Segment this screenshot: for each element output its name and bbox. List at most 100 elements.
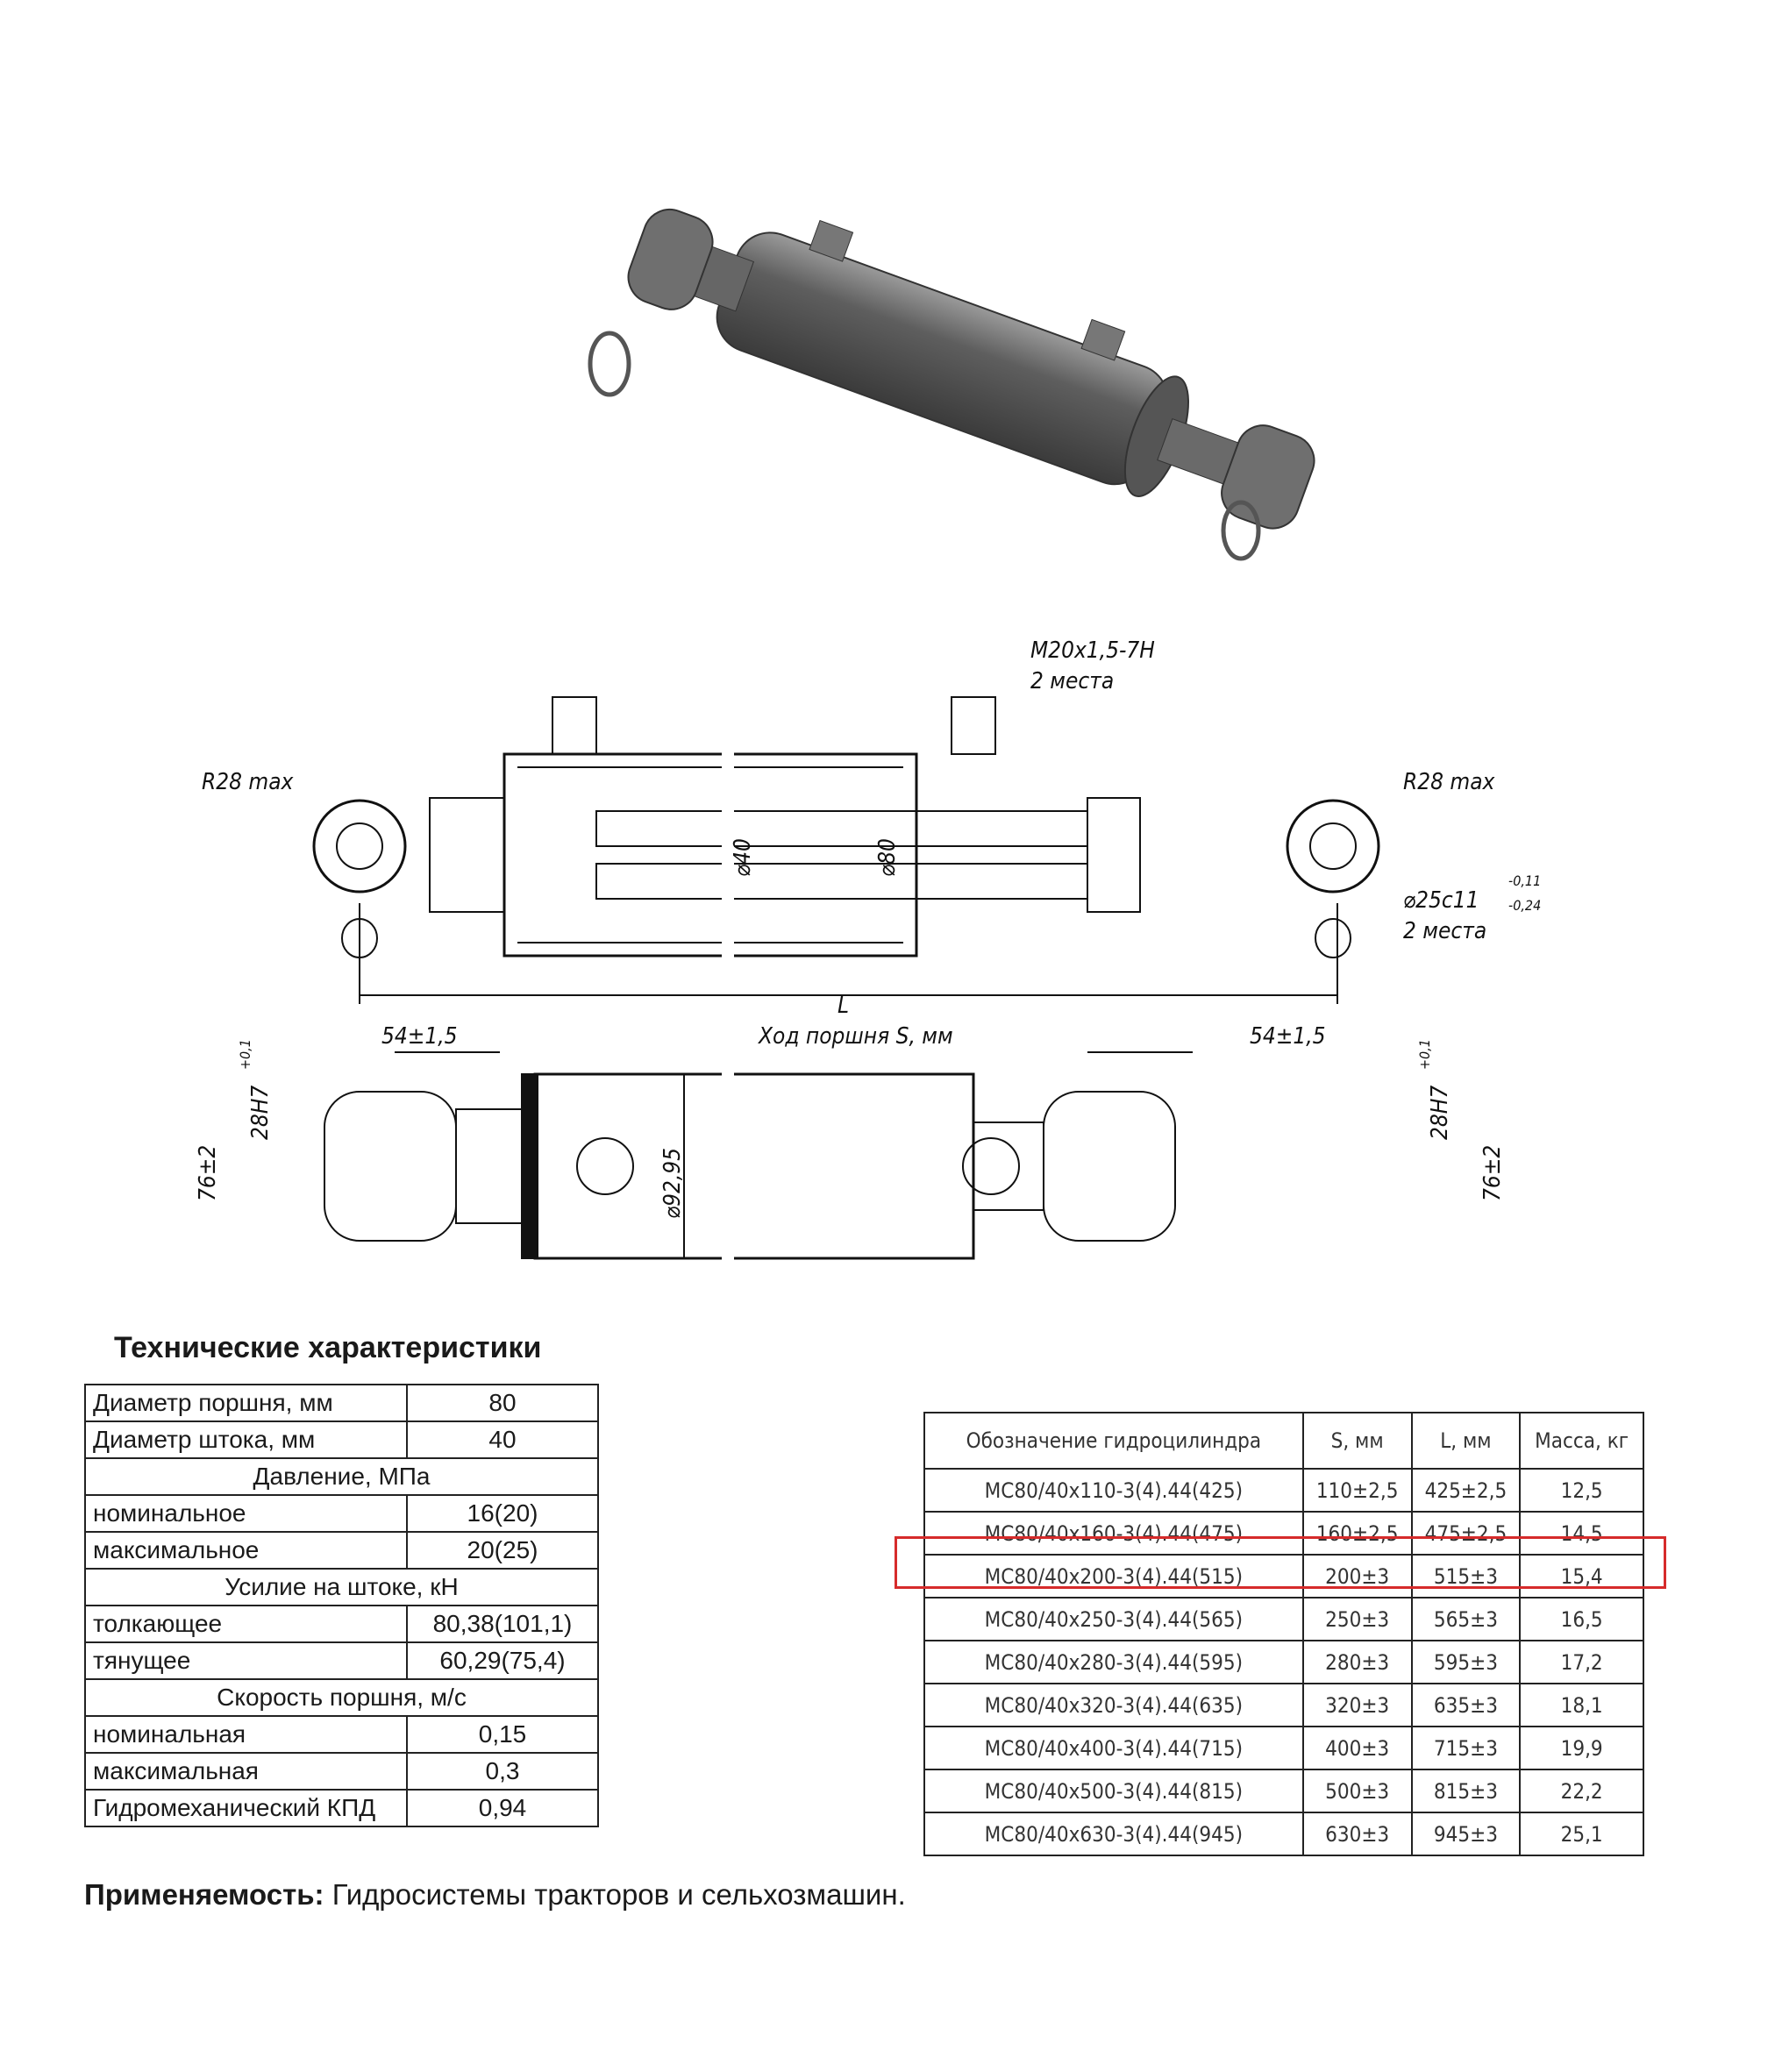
models-cell: 16,5 (1519, 1597, 1644, 1641)
applicability-text: Гидросистемы тракторов и сельхозмашин. (324, 1878, 906, 1911)
cylinder-3d-render (588, 208, 1315, 561)
models-cell: 280±3 (1301, 1640, 1413, 1684)
tech-label: максимальное (84, 1531, 408, 1570)
left-eye-dimension: 54±1,5 (381, 1023, 458, 1050)
pin-tolerance-upper: -0,11 (1508, 872, 1541, 889)
tech-value: 0,94 (406, 1789, 599, 1827)
models-cell: 160±2,5 (1301, 1511, 1413, 1556)
bore-diameter-label: ⌀80 (874, 838, 901, 877)
models-cell: 22,2 (1519, 1769, 1644, 1813)
tech-value: 40 (406, 1420, 599, 1459)
right-radius-label: R28 max (1403, 769, 1496, 795)
models-cell: 400±3 (1301, 1726, 1413, 1770)
pin-diameter-label: ⌀25c11 (1403, 887, 1479, 914)
models-cell: 815±3 (1410, 1769, 1522, 1813)
tube-diameter-label: ⌀92,95 (659, 1148, 686, 1219)
models-cell: 565±3 (1410, 1597, 1522, 1641)
models-cell: 17,2 (1519, 1640, 1644, 1684)
models-cell: 12,5 (1519, 1468, 1644, 1513)
top-view (324, 1051, 1193, 1263)
pin-places-label: 2 места (1403, 918, 1486, 944)
tech-value: 80 (406, 1384, 599, 1422)
models-column-header: Масса, кг (1519, 1412, 1644, 1470)
tech-row: Скорость поршня, м/с (84, 1678, 599, 1717)
models-cell: МС80/40х280-3(4).44(595) (923, 1640, 1304, 1684)
right-width-dimension: 76±2 (1479, 1145, 1506, 1201)
left-slot-tolerance: +0,1 (237, 1039, 253, 1070)
stroke-label: Ход поршня S, мм (758, 1023, 953, 1050)
tech-label: номинальное (84, 1494, 408, 1533)
tech-group-header: Давление, МПа (84, 1457, 599, 1496)
models-cell: 200±3 (1301, 1554, 1413, 1599)
highlight-frame (895, 1536, 1666, 1589)
models-cell: 250±3 (1301, 1597, 1413, 1641)
tech-value: 0,3 (406, 1752, 599, 1791)
tech-label: Гидромеханический КПД (84, 1789, 408, 1827)
tech-label: максимальная (84, 1752, 408, 1791)
tech-row: Усилие на штоке, кН (84, 1568, 599, 1606)
models-cell: МС80/40х500-3(4).44(815) (923, 1769, 1304, 1813)
tech-label: Диаметр поршня, мм (84, 1384, 408, 1422)
models-cell: 945±3 (1410, 1812, 1522, 1856)
tech-group-header: Скорость поршня, м/с (84, 1678, 599, 1717)
models-cell: 500±3 (1301, 1769, 1413, 1813)
models-cell: 110±2,5 (1301, 1468, 1413, 1513)
tech-row: Давление, МПа (84, 1457, 599, 1496)
models-cell: 18,1 (1519, 1683, 1644, 1727)
applicability-label: Применяемость: (84, 1878, 324, 1911)
models-cell: 635±3 (1410, 1683, 1522, 1727)
models-cell: 475±2,5 (1410, 1511, 1522, 1556)
length-label: L (838, 993, 849, 1019)
models-cell: 595±3 (1410, 1640, 1522, 1684)
models-cell: МС80/40х630-3(4).44(945) (923, 1812, 1304, 1856)
tech-label: Диаметр штока, мм (84, 1420, 408, 1459)
tech-label: толкающее (84, 1605, 408, 1643)
models-cell: 425±2,5 (1410, 1468, 1522, 1513)
left-width-dimension: 76±2 (195, 1145, 221, 1201)
tech-group-header: Усилие на штоке, кН (84, 1568, 599, 1606)
pin-tolerance-lower: -0,24 (1508, 897, 1541, 914)
thread-places-label: 2 места (1030, 668, 1114, 694)
applicability-note: Применяемость: Гидросистемы тракторов и … (84, 1878, 906, 1912)
models-cell: 25,1 (1519, 1812, 1644, 1856)
tech-label: номинальная (84, 1715, 408, 1754)
models-column-header: Обозначение гидроцилиндра (923, 1412, 1304, 1470)
models-cell: 15,4 (1519, 1554, 1644, 1599)
models-cell: МС80/40х400-3(4).44(715) (923, 1726, 1304, 1770)
tech-value: 60,29(75,4) (406, 1641, 599, 1680)
right-slot-tolerance: +0,1 (1416, 1039, 1433, 1070)
models-cell: МС80/40х200-3(4).44(515) (923, 1554, 1304, 1599)
section-view (312, 696, 1380, 1004)
models-cell: МС80/40х250-3(4).44(565) (923, 1597, 1304, 1641)
tech-label: тянущее (84, 1641, 408, 1680)
tech-value: 80,38(101,1) (406, 1605, 599, 1643)
models-cell: 14,5 (1519, 1511, 1644, 1556)
models-cell: 320±3 (1301, 1683, 1413, 1727)
models-cell: МС80/40х160-3(4).44(475) (923, 1511, 1304, 1556)
technical-drawing: M20x1,5-7H 2 места R28 max R28 max ⌀40 ⌀… (195, 637, 1541, 1263)
tech-value: 20(25) (406, 1531, 599, 1570)
left-radius-label: R28 max (202, 769, 295, 795)
models-cell: МС80/40х320-3(4).44(635) (923, 1683, 1304, 1727)
models-column-header: L, мм (1410, 1412, 1522, 1470)
right-eye-dimension: 54±1,5 (1250, 1023, 1326, 1050)
models-cell: 715±3 (1410, 1726, 1522, 1770)
rod-diameter-label: ⌀40 (730, 838, 756, 877)
thread-label: M20x1,5-7H (1030, 637, 1155, 664)
tech-specs-title: Технические характеристики (114, 1331, 542, 1364)
